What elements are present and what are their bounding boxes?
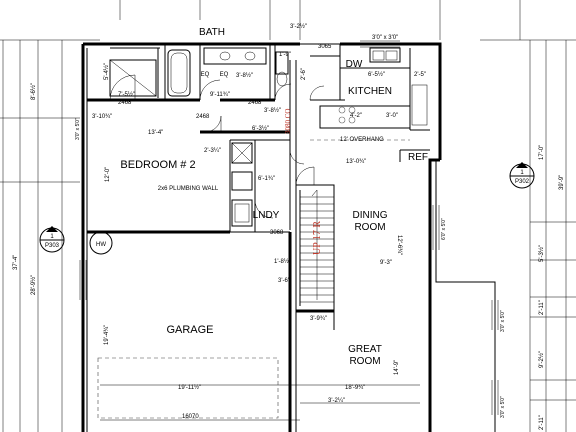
dim-top-window: 3'0" x 3'0" [372, 35, 398, 41]
dim-1-9: 1'-9" [279, 52, 291, 58]
dim-3-6: 3'-6" [278, 278, 290, 284]
dim-4-2: 4'-2" [350, 113, 362, 119]
dim-9-11: 9'-11¾" [210, 92, 230, 98]
interior-walls [87, 44, 430, 432]
dim-3068: 3068 [270, 230, 284, 236]
dim-3-9: 3'-9¾" [310, 316, 327, 322]
dim-2468b: 2468 [248, 100, 262, 106]
dim-6-1: 6'-1¾" [258, 176, 275, 182]
dim-19-11: 19'-11½" [178, 384, 201, 391]
section-marker-right: 1 P302 [509, 162, 535, 189]
dim-right-window-3b: 3'0" x 5'0" [500, 396, 506, 418]
room-kitchen: KITCHEN [348, 86, 392, 97]
room-lndy: LNDY [253, 210, 280, 221]
dim-right-17-0: 17'-0" [539, 145, 545, 160]
dim-right-39-9: 39'-9" [559, 175, 565, 190]
dim-3-2b: 3'-2¼" [328, 398, 345, 404]
dim-12-6: 12'-6¾" [396, 235, 402, 255]
dimension-text: 3'-2½" 3065 3'0" x 3'0" 5'-4½" 7'-5½" 24… [13, 23, 565, 430]
room-dining-line1: DINING [353, 210, 388, 221]
dim-2-3: 2'-3¼" [204, 148, 221, 154]
dim-13-0: 13'-0¾" [346, 159, 366, 165]
dim-top-3065: 3065 [318, 44, 332, 50]
dim-right-5-3: 5'-3½" [538, 245, 545, 262]
dim-right-9-2: 9'-2½" [538, 351, 545, 368]
room-great-line1: GREAT [348, 344, 382, 355]
dim-16070: 16070 [182, 414, 199, 420]
dim-left-28-9: 28'-9½" [30, 275, 37, 295]
dim-right-window-3a: 3'0" x 5'0" [500, 310, 506, 332]
dim-1-8: 1'-8½" [274, 258, 291, 265]
dim-2-5: 2'-5" [414, 72, 426, 78]
label-ref: REF [408, 152, 428, 163]
note-plumbing-wall: 2x6 PLUMBING WALL [158, 186, 219, 192]
dim-5-4: 5'-4½" [103, 63, 110, 80]
marker-right-sheet: P302 [515, 179, 530, 185]
room-bath: BATH [199, 27, 225, 38]
label-dw: DW [346, 59, 363, 70]
notes: 2x6 PLUMBING WALL 12' OVERHANG UP 17 R 3… [158, 109, 384, 255]
room-great-line2: ROOM [349, 356, 380, 367]
room-dining-line2: ROOM [354, 222, 385, 233]
note-door-red: 3080 CO [284, 109, 292, 134]
dim-12-0: 12'-0" [105, 167, 111, 182]
exterior-walls [81, 42, 496, 432]
dim-2468a: 2468 [118, 100, 132, 106]
windows [79, 40, 499, 415]
room-garage: GARAGE [166, 324, 213, 336]
marker-left-sheet: P303 [45, 243, 60, 249]
dim-right-window-6: 6'0" x 5'0" [441, 218, 447, 240]
note-stair: UP 17 R [312, 221, 323, 255]
dim-9-3: 9'-3" [380, 260, 392, 266]
dim-18-9: 18'-9¾" [345, 385, 365, 391]
dim-6-5: 6'-5½" [368, 71, 385, 78]
dim-3-10: 3'-10¾" [92, 114, 112, 120]
dim-right-2-11b: 2'-11" [539, 415, 545, 430]
dim-7-5: 7'-5½" [118, 91, 135, 98]
dim-2-6: 2'-6" [301, 68, 307, 80]
label-eq-2: EQ [220, 72, 229, 78]
section-marker-left: 1 P303 [39, 226, 65, 253]
dim-right-2-11: 2'-11" [539, 300, 545, 315]
room-labels: BATH KITCHEN BEDROOM # 2 LNDY DINING ROO… [96, 27, 428, 367]
marker-right-num: 1 [520, 170, 524, 176]
dim-top-3-2: 3'-2½" [290, 23, 307, 30]
dim-left-window: 3'0" x 5'0" [75, 118, 81, 140]
label-hw: HW [96, 242, 106, 248]
label-eq-1: EQ [201, 72, 210, 78]
door-swings [109, 74, 325, 219]
dim-2468c: 2468 [196, 114, 210, 120]
dim-3-8b: 3'-8½" [264, 107, 281, 114]
dim-3-8: 3'-8½" [236, 72, 253, 79]
note-overhang: 12' OVERHANG [340, 137, 384, 143]
fixtures [89, 47, 428, 419]
dim-13-4: 13'-4" [148, 130, 163, 136]
room-bedroom-2: BEDROOM # 2 [120, 159, 195, 171]
stair-treads [300, 189, 334, 303]
dim-6-3: 6'-3½" [252, 125, 269, 132]
dim-14-9: 14'-9" [394, 360, 400, 375]
marker-left-num: 1 [50, 234, 54, 240]
dim-left-37-4: 37'-4" [13, 255, 19, 270]
dim-19-4: 19'-4¾" [104, 325, 110, 345]
dim-3-0: 3'-0" [386, 113, 398, 119]
dim-left-8-6: 8'-6½" [30, 83, 37, 100]
